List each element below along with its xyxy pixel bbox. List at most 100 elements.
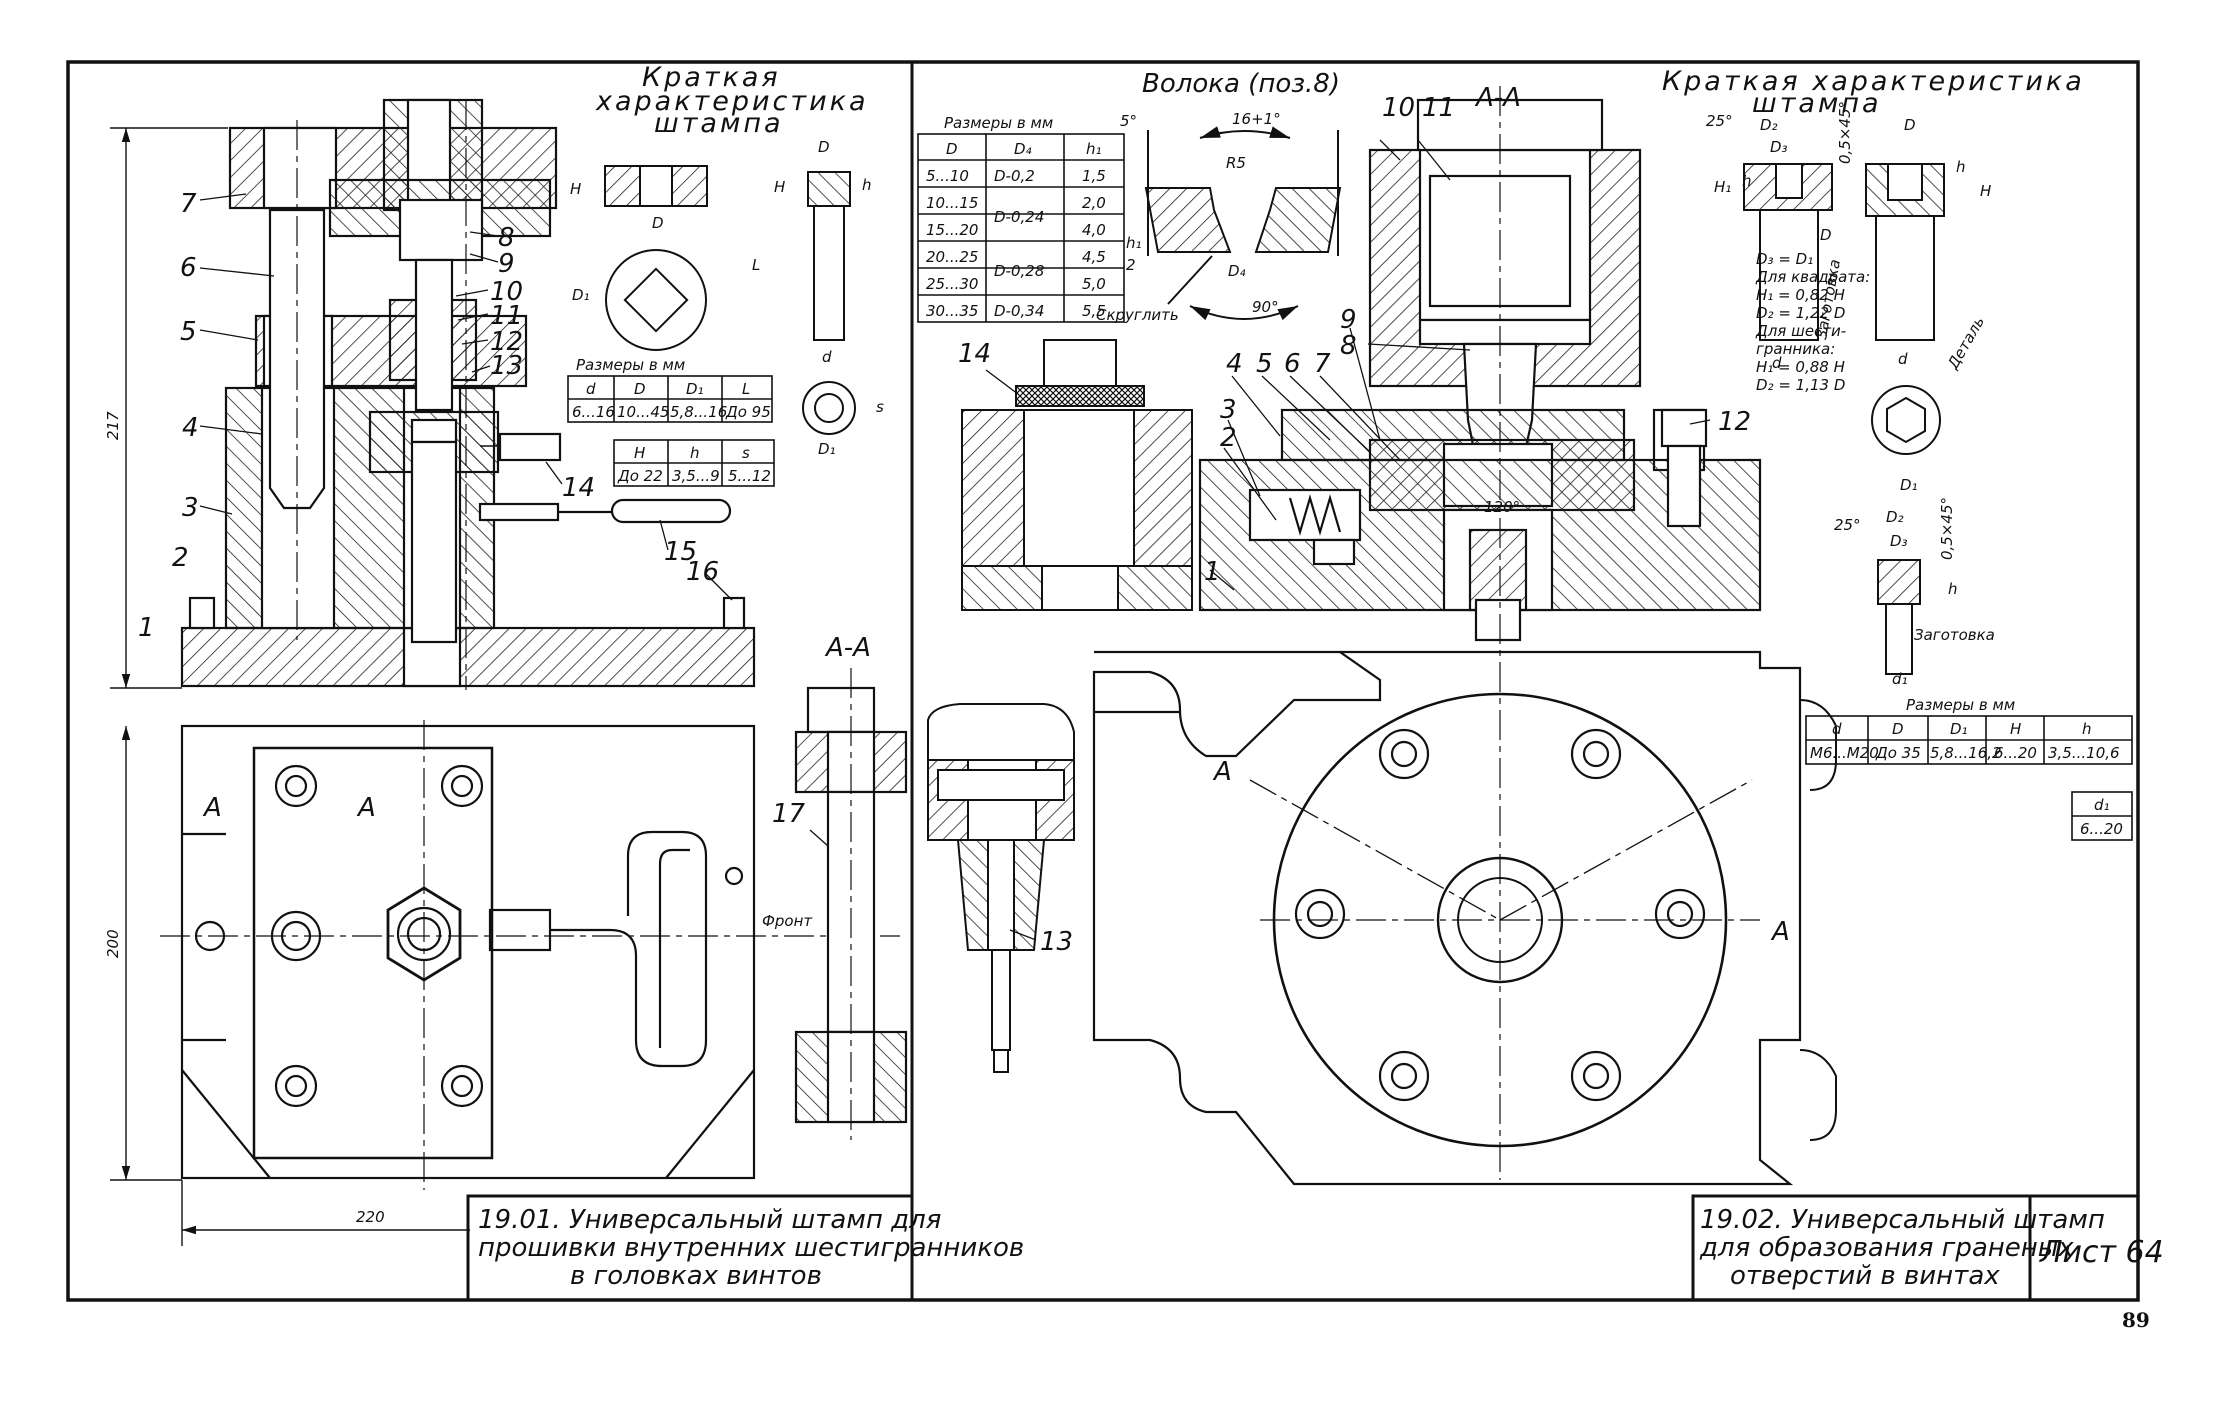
left-table-1: [567, 375, 773, 423]
die-heading: Волока (поз.8): [1142, 69, 1340, 99]
note-4: D₂ = 1,22 D: [1756, 304, 1845, 322]
r-sketch-part: Деталь: [1943, 313, 1988, 373]
right-plan-view: [1092, 650, 1837, 1186]
sheet-number: Лист 64: [2039, 1235, 2164, 1270]
die-dim-16: 16+1°: [1232, 110, 1281, 128]
part-label-5: 5: [180, 317, 197, 347]
r-part-label-2: 2: [1220, 423, 1237, 453]
r-sketch-chamfer-2: 0,5×45°: [1938, 497, 1956, 560]
cut-label-a-left: А: [202, 793, 222, 823]
part-label-9: 9: [498, 249, 515, 279]
t2-head-H: H: [634, 444, 645, 462]
t2-head-s: s: [742, 444, 750, 462]
die-table-text: Размеры в мм D D₄ h₁ 5...10 D-0,2 1,5 10…: [926, 114, 1106, 320]
sketch-label-d: d: [822, 348, 832, 366]
right-sketch-labels: 25° D₂ D₃ 0,5×45° H₁ h D d D h H d D₁ 25…: [1706, 101, 1995, 688]
r-sketch-D: D: [1820, 226, 1832, 244]
dt-r1-h1: 1,5: [1082, 167, 1106, 185]
r-part-label-4: 4: [1226, 349, 1243, 379]
part-label-15: 15: [664, 537, 697, 567]
r-part-label-5: 5: [1256, 349, 1273, 379]
right-title-line1: 19.02. Универсальный штамп: [1700, 1205, 2105, 1235]
r-part-label-13: 13: [1040, 927, 1073, 957]
dt-r5-h1: 5,0: [1082, 275, 1106, 293]
sheet-frame: [66, 60, 2140, 1302]
part-label-16: 16: [686, 557, 719, 587]
r-part-label-10: 10: [1382, 93, 1415, 123]
sketch-label-D1-nut: D₁: [818, 440, 836, 458]
right-heading-line1: Краткая характеристика: [1662, 66, 2085, 97]
left-heading: Краткая характеристика штампа: [595, 62, 866, 139]
left-front-section: [180, 98, 756, 690]
r-sketch-D2-2: D₂: [1886, 508, 1904, 526]
right-title-line3: отверстий в винтах: [1730, 1261, 2000, 1291]
part-label-12: 12: [490, 327, 523, 357]
part-label-1: 1: [138, 613, 155, 643]
rst-cell-d1: 6...20: [2080, 820, 2123, 838]
r-part-label-11: 11: [1422, 93, 1455, 123]
part-label-11: 11: [490, 301, 523, 331]
t2-cell-s: 5...12: [728, 467, 771, 485]
dt-r1-D: 5...10: [926, 167, 969, 185]
left-title-line1: 19.01. Универсальный штамп для: [478, 1205, 941, 1235]
left-title-line2: прошивки внутренних шестигранников: [478, 1233, 1024, 1263]
t1-cell-L: До 95: [725, 403, 771, 421]
r-sketch-25deg: 25°: [1706, 112, 1733, 130]
left-dimensions: [110, 127, 470, 1246]
rt-cell-D: До 35: [1875, 744, 1921, 762]
right-notes: D₃ = D₁ Для квадрата: H₁ = 0,82 H D₂ = 1…: [1755, 250, 1870, 394]
dt-r4-h1: 4,5: [1082, 248, 1106, 266]
rt-head-D: D: [1892, 720, 1904, 738]
r-sketch-D-part: D: [1904, 116, 1916, 134]
part-label-14: 14: [562, 473, 595, 503]
right-table: [1805, 715, 2133, 841]
dt-head-D: D: [946, 140, 958, 158]
right-table-text: Размеры в мм d D D₁ H h М6...М20 До 35 5…: [1810, 696, 2123, 838]
knurled-nut-sketch: [961, 339, 1193, 611]
left-table-2: [613, 439, 775, 487]
right-heading-line2: штампа: [1752, 88, 1882, 119]
r-cut-label-a-top: А: [1212, 757, 1232, 787]
r-part-label-1: 1: [1204, 557, 1221, 587]
r-part-label-8: 8: [1340, 331, 1357, 361]
note-3: H₁ = 0,82 H: [1756, 286, 1845, 304]
t1-head-D: D: [634, 380, 646, 398]
part-label-3: 3: [182, 493, 199, 523]
left-table-caption: Размеры в мм: [576, 356, 685, 374]
rt-cell-D1: 5,8...16,2: [1930, 744, 2002, 762]
left-sketch-labels: H D D₁ D H h L d s D₁: [570, 138, 884, 458]
dt-r6-h1: 5,5: [1082, 302, 1106, 320]
angle-120: 120°: [1484, 498, 1520, 516]
note-8: D₂ = 1,13 D: [1756, 376, 1845, 394]
sketch-label-L: L: [752, 256, 760, 274]
page-number: 89: [2122, 1308, 2150, 1332]
note-1: D₃ = D₁: [1756, 250, 1813, 268]
left-dimension-labels: 217 200 220: [104, 411, 385, 1226]
right-headings: Волока (поз.8) А-А Краткая характеристик…: [1142, 66, 2085, 119]
right-leaders: [985, 139, 1711, 941]
r-sketch-H-part: H: [1980, 182, 1991, 200]
rt-cell-h: 3,5...10,6: [2048, 744, 2120, 762]
left-heading-line1: Краткая: [642, 62, 781, 93]
r-sketch-d-part: d: [1898, 350, 1908, 368]
punch-13-sketch: [927, 703, 1075, 1073]
rt-cell-d: М6...М20: [1810, 744, 1879, 762]
rt-head-h: h: [2082, 720, 2092, 738]
dt-r3-D: 15...20: [926, 221, 978, 239]
r-part-label-3: 3: [1220, 395, 1237, 425]
r-sketch-H1: H₁: [1714, 178, 1731, 196]
r-sketch-chamfer: 0,5×45°: [1836, 101, 1854, 164]
r-part-label-9: 9: [1340, 305, 1357, 335]
r-sketch-25deg-2: 25°: [1834, 516, 1861, 534]
note-5: Для шести-: [1755, 322, 1846, 340]
r-table-caption: Размеры в мм: [1906, 696, 2015, 714]
r-part-label-14: 14: [958, 339, 991, 369]
r-sketch-blank-2: Заготовка: [1914, 626, 1995, 644]
r-part-label-7: 7: [1314, 349, 1331, 379]
dt-r1-D4: D-0,2: [994, 167, 1035, 185]
left-title-line3: в головках винтов: [570, 1261, 822, 1291]
rst-head-d1: d₁: [2094, 796, 2110, 814]
r-sketch-D3: D₃: [1770, 138, 1788, 156]
sketch-label-H-screw: H: [774, 178, 785, 196]
